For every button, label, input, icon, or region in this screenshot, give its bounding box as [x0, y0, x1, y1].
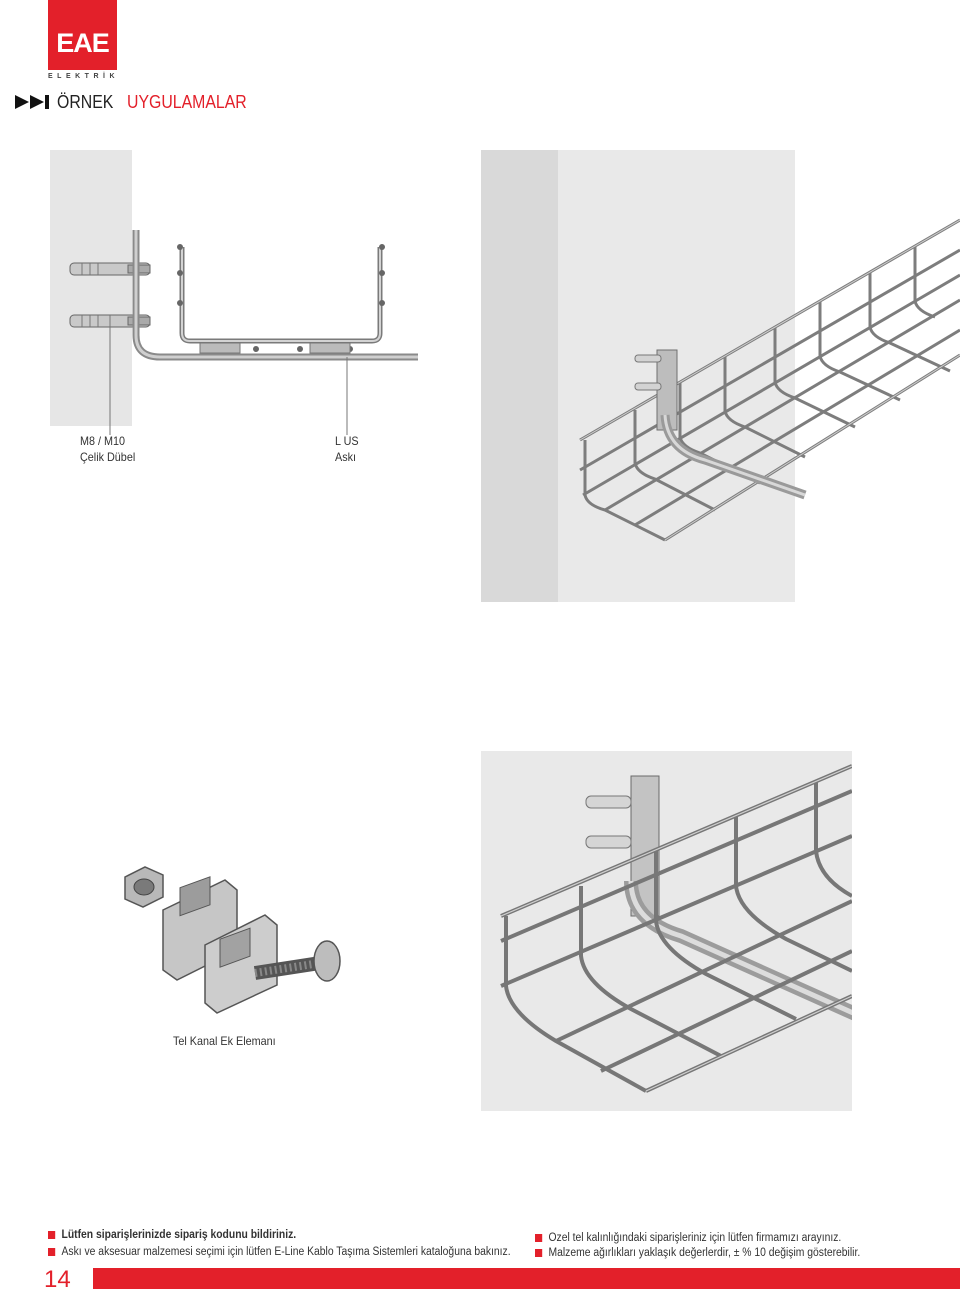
section-title-word-1: ÖRNEK: [57, 91, 114, 112]
hanger-label-line1: L US: [335, 434, 359, 448]
dowel-label: M8 / M10 Çelik Dübel: [80, 433, 135, 465]
page-number: 14: [44, 1266, 71, 1293]
installation-photo-1-wall-shadow: [481, 150, 558, 602]
brand-logo-text: EAE: [56, 28, 110, 58]
hanger-label-line2: Askı: [335, 450, 357, 464]
note-right-2-text: Malzeme ağırlıkları yaklaşık değerlerdir…: [548, 1247, 861, 1259]
brand-logo: [48, 0, 117, 70]
hanger-label: L US Askı: [335, 433, 359, 465]
red-bullet-icon: [535, 1234, 543, 1242]
l-hanger-drawing: [69, 230, 418, 435]
brand-logo-subtext: ELEKTRİK: [48, 73, 119, 80]
coupler-caption: Tel Kanal Ek Elemanı: [173, 1034, 276, 1048]
wall-panel: [50, 150, 132, 426]
coupler-clamp-plates: [162, 876, 278, 1014]
dowel-label-line2: Çelik Dübel: [80, 450, 136, 464]
note-right-2: Malzeme ağırlıkları yaklaşık değerlerdir…: [535, 1247, 860, 1259]
dowel-label-line1: M8 / M10: [80, 434, 126, 448]
double-play-arrow-icon: [15, 95, 49, 109]
red-bullet-icon: [48, 1231, 56, 1239]
red-bullet-icon: [535, 1249, 543, 1257]
l-hanger-part-2: [585, 775, 852, 1021]
wire-tray-coupler-drawing: [124, 866, 341, 1014]
note-left-1: Lütfen siparişlerinizde sipariş kodunu b…: [48, 1229, 296, 1241]
note-left-1-text: Lütfen siparişlerinizde sipariş kodunu b…: [61, 1229, 297, 1241]
note-right-1: Özel tel kalınlığındaki siparişleriniz i…: [535, 1232, 841, 1244]
flange-nut-icon: [124, 866, 164, 908]
note-left-2-text: Askı ve aksesuar malzemesi seçimi için l…: [61, 1246, 511, 1258]
note-left-2: Askı ve aksesuar malzemesi seçimi için l…: [48, 1246, 511, 1258]
l-hanger-part: [634, 349, 807, 500]
note-right-1-text: Özel tel kalınlığındaki siparişleriniz i…: [548, 1232, 842, 1244]
wire-tray-installation-1: [579, 218, 960, 542]
section-title: ÖRNEK UYGULAMALAR: [15, 92, 263, 112]
wire-tray-installation-2: [500, 764, 852, 1093]
red-bullet-icon: [48, 1248, 56, 1256]
section-title-word-2: UYGULAMALAR: [127, 91, 247, 112]
footer-bar: [93, 1268, 960, 1289]
carriage-bolt-icon: [253, 940, 341, 982]
